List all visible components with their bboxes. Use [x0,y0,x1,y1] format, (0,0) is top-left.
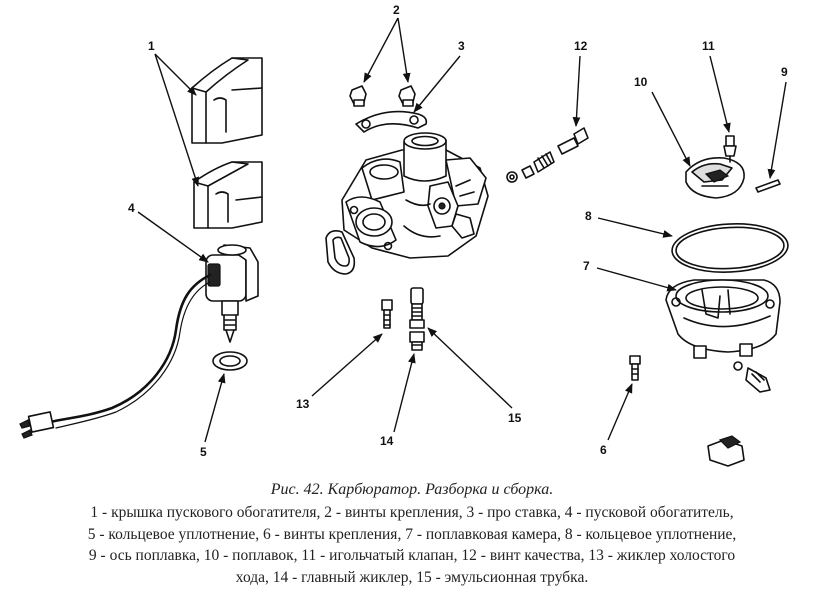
svg-text:15: 15 [508,411,522,425]
svg-text:14: 14 [380,434,394,448]
svg-text:10: 10 [634,75,648,89]
svg-text:7: 7 [583,259,590,273]
drain-fitting [707,435,745,467]
svg-text:1: 1 [148,39,155,53]
o-ring-5 [212,351,248,371]
quality-screw-assembly [506,127,589,183]
carburetor-body [341,132,489,259]
svg-text:9: 9 [781,65,788,79]
starter-cover-lower [193,161,263,229]
mounting-screw-right [398,85,416,107]
legend-line-3: 9 - ось поплавка, 10 - поплавок, 11 - иг… [88,547,736,564]
figure-caption: Рис. 42. Карбюратор. Разборка и сборка. … [0,480,824,588]
callout-12: 12 [572,39,588,127]
callout-7: 7 [583,259,677,292]
float-10 [685,156,745,199]
callout-1: 1 [148,39,199,187]
callout-14: 14 [380,353,416,448]
needle-valve [723,135,737,163]
float-bowl [665,279,781,359]
callout-3: 3 [413,39,465,113]
callout-10: 10 [634,75,691,167]
idle-jet [381,299,393,329]
carburetor-exploded-diagram: 1 2 3 4 5 6 7 8 9 10 11 1 [19,3,789,467]
callout-11: 11 [702,39,731,133]
starter-cover-upper [191,57,263,144]
svg-text:11: 11 [702,39,715,53]
callout-6: 6 [600,383,633,457]
mounting-screw-left [349,85,367,107]
bowl-screw-right [733,361,771,393]
o-ring-8 [671,223,789,273]
callout-5: 5 [200,373,226,459]
main-jet [409,331,425,351]
figure-legend: 1 - крышка пускового обогатителя, 2 - ви… [0,502,824,588]
svg-text:3: 3 [458,39,465,53]
emulsion-tube [409,287,425,329]
callout-8: 8 [585,209,673,238]
svg-text:4: 4 [128,201,135,215]
starter-enricher [205,244,259,343]
callout-9: 9 [767,65,788,179]
callout-15: 15 [427,327,522,425]
legend-line-1: 1 - крышка пускового обогатителя, 2 - ви… [90,504,734,521]
svg-text:12: 12 [574,39,588,53]
svg-text:13: 13 [296,397,310,411]
legend-line-4: хода, 14 - главный жиклер, 15 - эмульсио… [235,568,589,586]
svg-text:6: 6 [600,443,607,457]
legend-line-2: 5 - кольцевое уплотнение, 6 - винты креп… [87,525,737,543]
enricher-cable [19,273,212,439]
callout-2: 2 [363,3,411,83]
callout-4: 4 [128,201,209,263]
intake-gasket [325,230,356,275]
spacer-3 [355,110,428,133]
figure-title: Рис. 42. Карбюратор. Разборка и сборка. [270,481,554,498]
svg-text:8: 8 [585,209,592,223]
svg-text:2: 2 [393,3,400,17]
svg-text:5: 5 [200,445,207,459]
bowl-screw-left [629,355,641,381]
float-axle [755,179,781,193]
callout-13: 13 [296,333,383,411]
